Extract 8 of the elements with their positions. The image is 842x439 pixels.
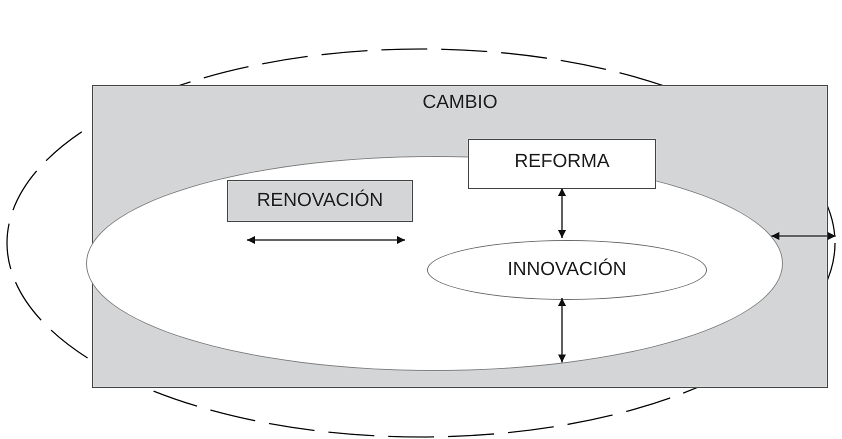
double-arrow [558,188,566,238]
ellipse-node: INNOVACIÓN [427,240,707,300]
group-title: CAMBIO [422,92,498,114]
double-arrow [771,232,836,240]
process-box: REFORMA [468,139,656,189]
dashed-ellipse [6,48,836,438]
process-box: RENOVACIÓN [227,180,413,222]
double-arrow [558,298,566,362]
